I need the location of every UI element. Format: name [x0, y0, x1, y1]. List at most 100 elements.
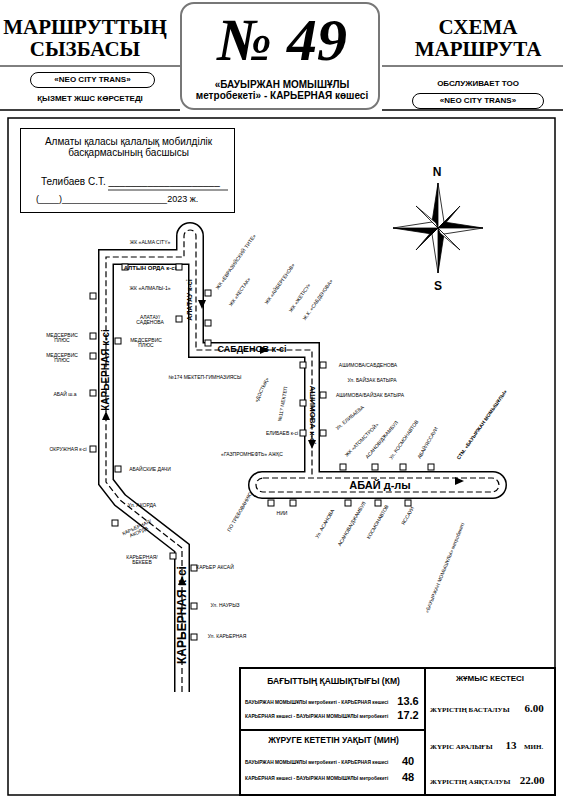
box-text: 17.2	[393, 710, 423, 722]
box-text: ЖҮРІС АРАЛЫҒЫ	[430, 744, 500, 752]
compass-point	[432, 228, 438, 273]
stop-name: АЛАТАУ/ САДЕНОВА	[128, 315, 173, 326]
box-heading: ЖҰМЫС КЕСТЕСІ	[426, 675, 554, 684]
compass-point	[438, 228, 483, 234]
stop-name: МЕДСЕРВИС ПЛЮС	[42, 333, 82, 344]
box-heading: ЖҮРУГЕ КЕТЕТІН УАҚЫТ (МИН)	[245, 736, 422, 745]
stop-square	[320, 362, 326, 368]
box-text: КАРЬЕРНАЯ көшесі - БАУЫРЖАН МОМЫШҰЛЫ мет…	[245, 714, 393, 719]
stop-name: КАРЬЕРНАЯ/ БЕКЕЕВ	[122, 555, 162, 566]
street-name: МАРШРУТТЫҢ СЫЗБАСЫ	[0, 16, 170, 60]
box-heading: «NEO CITY TRANS»	[413, 97, 543, 106]
stop-name: АБАЙ ш.а	[53, 392, 76, 397]
route-band	[106, 230, 499, 692]
stop-name: ЖК «АЛМАЛЫ-1»	[130, 286, 171, 291]
street-name: АБАЙ д-лы	[349, 480, 410, 492]
stop-square	[375, 500, 381, 506]
stop-square	[372, 464, 378, 470]
stop-name: Ул. ЕЛИБАЕВА	[335, 405, 365, 432]
stop-name: Ул. БАЙЗАК БАТЫРА	[347, 378, 396, 383]
stop-square	[90, 353, 96, 359]
stop-name: ЖК «АЙБЕРГЕНОВ»	[264, 263, 296, 306]
road-fill	[262, 473, 493, 498]
stop-name: СТМ. «БАУЫРЖАН МОМЫШҰЛЫ»	[456, 389, 508, 461]
box-text: 13.6	[393, 696, 423, 708]
stop-square	[112, 520, 118, 526]
street-name: СХЕМА МАРШРУТА	[393, 16, 563, 60]
stop-square	[300, 362, 306, 368]
street-name: КАРЬЕРНАЯ к-сі	[176, 566, 189, 664]
compass-point	[416, 228, 438, 250]
stop-name: МЕДСЕРВИС ПЛЮС	[126, 338, 166, 349]
stop-name: Ул. КАРЬЕРНАЯ	[208, 634, 247, 639]
stop-name: АБАЙСКИЕ ДАЧИ	[129, 467, 171, 472]
box-heading: № 49	[182, 8, 382, 73]
stop-square	[191, 565, 197, 571]
route-loop	[256, 478, 499, 492]
road-edge	[262, 471, 493, 499]
map-frame	[8, 118, 555, 795]
stop-name: «ГАЗПРОМНЕФТЬ» АЖҚС	[221, 452, 283, 457]
operator-oval: «NEO CITY TRANS»	[412, 93, 544, 109]
box-text: Телибаев С.Т. ____________________	[41, 177, 231, 188]
compass-point	[438, 183, 444, 228]
stop-square	[290, 500, 296, 506]
direction-arrow	[198, 300, 206, 309]
street-name: ОБСЛУЖИВАЕТ ТОО	[437, 80, 519, 88]
info-table-cell: ЖҮРУГЕ КЕТЕТІН УАҚЫТ (МИН) БАУЫРЖАН МОМЫШ…	[240, 730, 425, 795]
box-text: ЖҮРІСТІҢ БАСТАЛУЫ	[430, 707, 516, 715]
street-name: КАРЬЕРНАЯ к-сі	[101, 329, 112, 411]
bus-stops	[90, 264, 434, 640]
header-rule	[0, 66, 180, 67]
box-heading: «NEO CITY TRANS»	[31, 76, 154, 85]
info-table-cell: БАҒЫТТЫҢ ҚАШЫҚТЫҒЫ (КМ) БАУЫРЖАН МОМЫШҰЛЫ…	[240, 668, 425, 730]
stop-name: АШИМОВА/БАЙЗАК БАТЫРА	[336, 393, 404, 398]
approval-box: Алматы қаласы қалалық мобилділік басқарм…	[20, 128, 235, 213]
stop-square	[205, 290, 211, 296]
stop-name: ЖК «КЕСТАК»	[228, 277, 251, 307]
stop-square	[176, 316, 182, 322]
stop-square	[428, 464, 434, 470]
street-name: АШИМОВА к-сі	[308, 385, 316, 444]
box-heading: БАҒЫТТЫҢ ҚАШЫҚТЫҒЫ (КМ)	[245, 677, 422, 686]
box-text: 13	[500, 740, 522, 752]
direction-arrow	[102, 411, 110, 420]
stop-name: НИИ	[277, 511, 288, 516]
street-name: САБДЕНОВ к-сі	[217, 345, 286, 354]
compass-rose	[393, 183, 483, 273]
stop-square	[405, 500, 411, 506]
header-rule	[0, 109, 180, 111]
street-name: АЛАТАУ к-сі	[186, 279, 193, 320]
stop-square	[176, 264, 182, 270]
stop-name: АБАЙ/ЯССАУИ	[417, 426, 439, 459]
stop-name: Ул. НАУРЫЗ	[210, 603, 239, 608]
stop-square	[320, 430, 326, 436]
stop-name: Ул. АКОРДА	[128, 503, 156, 508]
stop-square	[320, 392, 326, 398]
box-text: БАУЫРЖАН МОМЫШҰЛЫ метробекеті - КАРЬЕРНА…	[245, 700, 393, 705]
stop-name: КАРЬЕР АКСАЙ	[196, 565, 234, 570]
info-table-frame	[240, 668, 555, 795]
stop-square	[90, 293, 96, 299]
road-fill	[106, 230, 312, 692]
box-text: «БАУЫРЖАН МОМЫШҰЛЫ метробекеті» - КАРЬЕР…	[188, 80, 376, 102]
direction-arrow	[455, 477, 464, 485]
header-rule	[382, 109, 563, 111]
box-text: БАУЫРЖАН МОМЫШҰЛЫ метробекеті - КАРЬЕРНА…	[245, 760, 393, 765]
stop-name: ПО ТРЕБОВАНИЮ	[227, 491, 254, 532]
stop-square	[115, 466, 121, 472]
box-text: МИН.	[524, 744, 552, 752]
street-name: S	[434, 280, 442, 293]
stop-square	[191, 603, 197, 609]
stop-name: №117 МЕКТЕП	[277, 386, 288, 422]
stop-square	[345, 500, 351, 506]
stop-name: АЛТЫН ОРДА к-сі	[124, 265, 177, 271]
stop-square	[115, 338, 121, 344]
stop-square	[268, 500, 274, 506]
stop-square	[170, 553, 176, 559]
stop-name: АСАНОВА/ДЖАМБУЛ	[337, 501, 367, 547]
compass-point	[438, 228, 460, 250]
stop-name: «БАУЫРЖАН МОМЫШҰЛЫ» метробекеті	[424, 522, 465, 613]
stop-square	[340, 464, 346, 470]
